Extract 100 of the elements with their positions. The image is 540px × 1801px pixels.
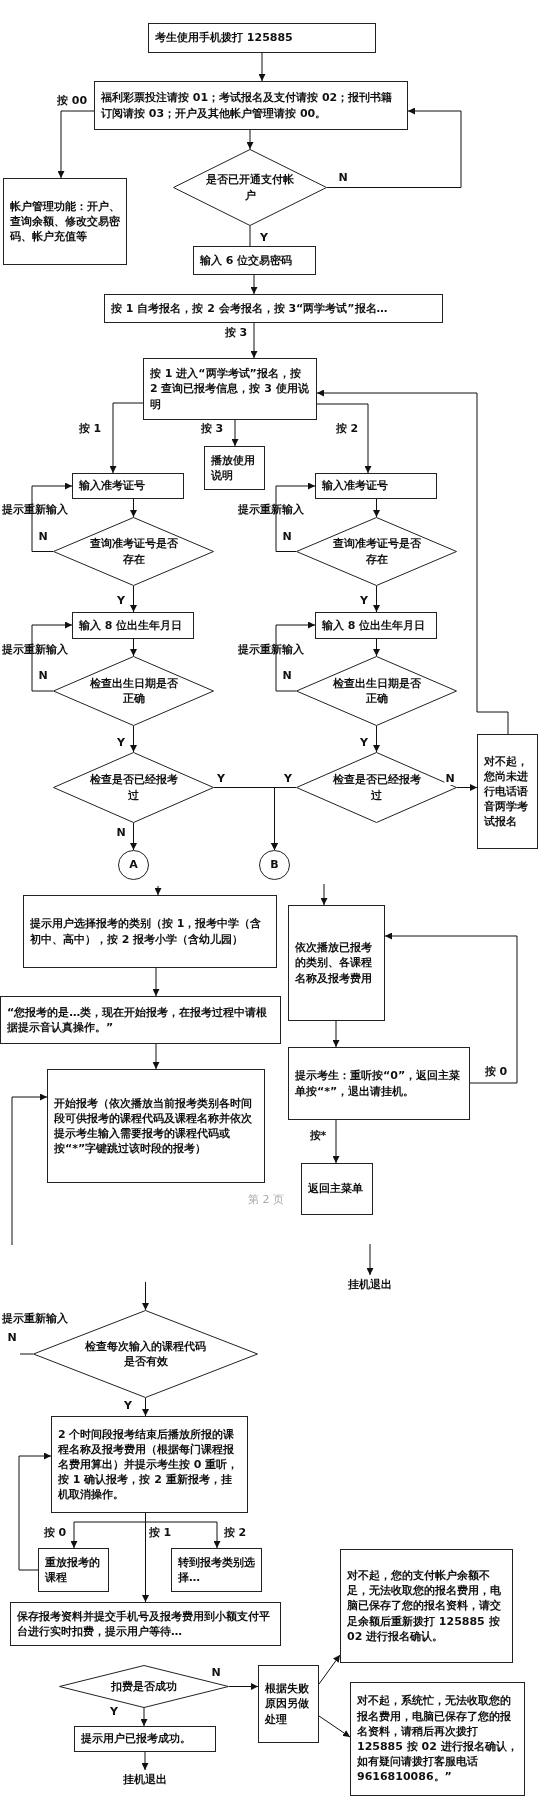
- arrow: [130, 498, 137, 518]
- arrow: [142, 1281, 149, 1311]
- arrow: [231, 419, 239, 447]
- arrow: [109, 402, 144, 474]
- decision-text: 查询准考证号是否存在: [88, 536, 179, 567]
- box-text: 输入准考证号: [322, 478, 389, 494]
- connector-letter: B: [270, 857, 279, 873]
- edge-label: 按 1: [147, 1526, 173, 1540]
- end-text: 挂机退出: [123, 1771, 167, 1787]
- prompt-text: 提示重新输入: [238, 643, 304, 657]
- box-text: 对不起，您尚未进行电话语音两学考试报名: [484, 753, 529, 830]
- connector-line: [19, 1353, 34, 1355]
- arrow: [11, 1093, 48, 1246]
- arrow: [456, 784, 478, 791]
- decision-text: 检查是否已经报考过: [88, 772, 179, 803]
- arrow: [228, 1683, 259, 1690]
- edge-label: 按 3: [199, 422, 225, 436]
- box-text: 2 个时间段报考结束后播放所报的课程名称及报考费用（根据每门课程报名费用算出）并提示考生按 0 重听，按 1 确认报考，按 2 重新报考，挂机取消操作。: [58, 1426, 240, 1503]
- arrow: [140, 1707, 148, 1727]
- edge-label: 按 0: [483, 1065, 509, 1079]
- box-text: 输入 8 位出生年月日: [322, 617, 427, 634]
- arrow: [316, 389, 509, 735]
- arrow: [258, 52, 266, 82]
- box-text: 按 1 进入“两学考试”报名，按 2 查询已报考信息，按 3 使用说明: [150, 366, 310, 412]
- edge-label: N: [444, 772, 456, 786]
- box-text: 考生使用手机拨打 125885: [155, 30, 294, 46]
- process-box: [23, 895, 277, 968]
- arrow: [31, 621, 73, 692]
- process-box: [315, 473, 437, 499]
- arrow: [320, 883, 328, 906]
- process-box: [288, 905, 385, 1021]
- prompt-text: 提示重新输入: [238, 503, 304, 517]
- arrow: [332, 1119, 340, 1164]
- process-box: [143, 358, 317, 420]
- process-box: [3, 178, 127, 265]
- arrow: [318, 1715, 351, 1738]
- edge-label: 按 2: [334, 422, 360, 436]
- prompt-text: 提示重新输入: [2, 643, 68, 657]
- decision-text: 检查出生日期是否正确: [331, 675, 422, 707]
- arrow: [332, 1020, 340, 1048]
- decision-text: 检查每次输入的课程代码是否有效: [84, 1338, 207, 1370]
- arrow: [326, 107, 462, 188]
- process-box: [0, 996, 281, 1044]
- box-text: 根据失败原因另做处理: [265, 1681, 310, 1727]
- arrow: [130, 638, 137, 657]
- box-text: 提示用户已报考成功。: [81, 1731, 192, 1747]
- process-box: [171, 1548, 262, 1592]
- arrow: [373, 498, 380, 518]
- process-box: [258, 1665, 319, 1743]
- box-text: 输入准考证号: [79, 478, 146, 494]
- connector-letter: A: [129, 857, 138, 873]
- box-text: 返回主菜单: [308, 1181, 364, 1197]
- box-text: 提示考生：重听按“0”，返回主菜单按“*”，退出请挂机。: [295, 1068, 462, 1099]
- edge-label: 按 1: [77, 422, 103, 436]
- process-box: [340, 1549, 513, 1663]
- box-text: 重放报考的课程: [45, 1554, 101, 1586]
- process-box: [148, 23, 376, 53]
- arrow: [275, 621, 316, 692]
- box-text: 播放使用说明: [211, 452, 256, 484]
- process-box: [104, 294, 443, 323]
- edge-label: 按 0: [42, 1526, 68, 1540]
- process-box: [350, 1682, 525, 1796]
- decision-text: 查询准考证号是否存在: [331, 536, 422, 567]
- box-text: “您报考的是…类，现在开始报考，在报考过程中请根据提示音认真操作。”: [7, 1004, 269, 1036]
- arrow: [142, 1397, 149, 1417]
- process-box: [72, 473, 184, 499]
- arrow: [57, 110, 95, 179]
- arrow: [366, 1243, 374, 1276]
- edge-label: 按 00: [55, 94, 89, 108]
- page-number: 第 2 页: [248, 1193, 284, 1207]
- arrow: [373, 638, 380, 657]
- process-box: [10, 1602, 281, 1646]
- process-box: [288, 1047, 470, 1120]
- prompt-text: 提示重新输入: [2, 503, 68, 517]
- process-box: [47, 1069, 265, 1183]
- box-text: 输入 8 位出生年月日: [79, 617, 184, 634]
- arrow: [316, 403, 372, 474]
- arrow: [130, 585, 137, 613]
- box-text: 保存报考资料并提交手机号及报考费用到小额支付平台进行实时扣费，提示用户等待…: [17, 1608, 271, 1640]
- arrow: [384, 932, 518, 1084]
- box-text: 帐户管理功能：开户、查询余额、修改交易密码、帐户充值等: [10, 198, 120, 245]
- arrow: [250, 322, 258, 359]
- arrow: [130, 725, 137, 753]
- arrow: [271, 787, 297, 851]
- box-text: 开始报考（依次播放当前报考类别各时间段可供报考的课程代码及课程名称并依次提示考生输入需要报考的课程代码或按“*”字键跳过该时段的报考）: [54, 1095, 253, 1157]
- prompt-text: 提示重新输入: [2, 1312, 68, 1326]
- arrow: [250, 274, 258, 295]
- process-box: [315, 612, 437, 639]
- edge-label: 按*: [308, 1129, 328, 1143]
- process-box: [301, 1163, 373, 1215]
- box-text: 提示用户选择报考的类别（按 1，报考中学（含初中、高中），按 2 报考小学（含幼儿园）: [30, 916, 263, 947]
- process-box: [193, 246, 316, 275]
- box-text: 依次播放已报考的类别、各课程名称及报考费用: [295, 940, 373, 986]
- process-box: [38, 1548, 109, 1592]
- arrow: [141, 1751, 149, 1771]
- process-box: [204, 446, 265, 490]
- arrow: [318, 1654, 341, 1685]
- arrow: [152, 967, 160, 997]
- decision-text: 检查出生日期是否正确: [88, 675, 179, 707]
- process-box: [74, 1726, 216, 1752]
